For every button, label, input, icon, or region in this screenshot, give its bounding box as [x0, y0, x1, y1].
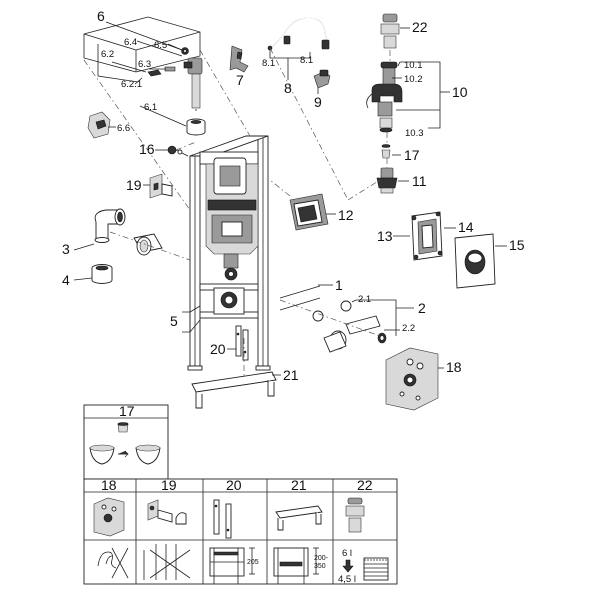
- installation-frame: [187, 135, 321, 371]
- construction-lines: [83, 47, 381, 376]
- caps-2-1: [312, 300, 352, 322]
- callout-9: 9: [314, 94, 322, 110]
- clip-6-3: [147, 69, 162, 77]
- insulation-mat-18: [385, 347, 439, 411]
- dimension-205: 205: [247, 559, 259, 566]
- callout-2-2: 2.2: [402, 323, 415, 334]
- callout-6-2: 6.2: [101, 49, 114, 60]
- table-header-20: 20: [226, 477, 242, 493]
- callout-21: 21: [283, 367, 299, 383]
- callout-2: 2: [418, 300, 426, 316]
- callout-13: 13: [377, 228, 393, 244]
- callout-1: 1: [335, 277, 343, 293]
- callout-6: 6: [97, 8, 105, 24]
- callout-6-6: 6.6: [117, 123, 130, 134]
- callout-2-1: 2.1: [358, 294, 371, 305]
- angle-valve-9: [313, 69, 331, 94]
- clip-6-6: [87, 111, 111, 139]
- callout-20: 20: [210, 341, 226, 357]
- table-header-21: 21: [291, 477, 307, 493]
- hose-8: [267, 17, 330, 51]
- table-header-19: 19: [161, 477, 177, 493]
- fill-valve-shaft: [191, 73, 201, 109]
- bracket-7: [229, 45, 249, 73]
- callout-19: 19: [126, 177, 142, 193]
- callout-10-1: 10.1: [404, 60, 423, 71]
- cover-12: [289, 193, 329, 231]
- callout-11: 11: [412, 173, 427, 189]
- callout-8: 8: [284, 80, 292, 96]
- volume-4-5l: 4,5 l: [338, 574, 356, 585]
- fill-valve-kit-group: [83, 16, 206, 136]
- callout-12: 12: [338, 207, 354, 223]
- callout-10: 10: [452, 84, 468, 100]
- callout-10-3: 10.3: [405, 128, 424, 139]
- waste-pipe-2-2: [323, 315, 387, 353]
- callout-6-1: 6.1: [144, 102, 157, 113]
- callout-17: 17: [404, 147, 420, 163]
- dimension-200: 200-: [314, 555, 329, 562]
- table-header-22: 22: [357, 477, 373, 493]
- sleeve: [133, 233, 163, 256]
- flush-bend-3: [94, 208, 126, 243]
- callout-6-2-1: 6.2.1: [121, 79, 142, 90]
- callout-22: 22: [412, 19, 428, 35]
- callout-6-3: 6.3: [138, 59, 151, 70]
- callout-7: 7: [236, 72, 244, 88]
- flush-valve-parts: [366, 13, 403, 194]
- callout-15: 15: [509, 237, 525, 253]
- bracket-20: [235, 325, 249, 361]
- seal-4: [91, 264, 113, 284]
- dimension-350: 350: [314, 563, 326, 570]
- accessory-table: 17 18 19 20 21 22: [83, 403, 398, 585]
- actuator-frame-13-14: [411, 211, 443, 261]
- callout-8-1-right: 8.1: [300, 55, 313, 66]
- table-header-17: 17: [119, 403, 135, 419]
- callout-14: 14: [458, 219, 474, 235]
- volume-6l: 6 l: [342, 548, 352, 559]
- flush-plate-15: [454, 233, 496, 289]
- screw-16: [167, 145, 189, 157]
- callout-18: 18: [446, 359, 462, 375]
- callout-6-4: 6.4: [124, 37, 137, 48]
- spacer-21: [191, 371, 277, 409]
- callout-4: 4: [62, 272, 70, 288]
- callout-10-2: 10.2: [404, 74, 423, 85]
- wall-bracket-19: [149, 173, 173, 199]
- table-header-18: 18: [101, 477, 117, 493]
- callout-6-5: 6.5: [154, 40, 167, 51]
- callout-5: 5: [170, 313, 178, 329]
- kit-box-outline: [83, 16, 201, 73]
- callout-8-1-left: 8.1: [262, 58, 275, 69]
- callout-3: 3: [62, 241, 70, 257]
